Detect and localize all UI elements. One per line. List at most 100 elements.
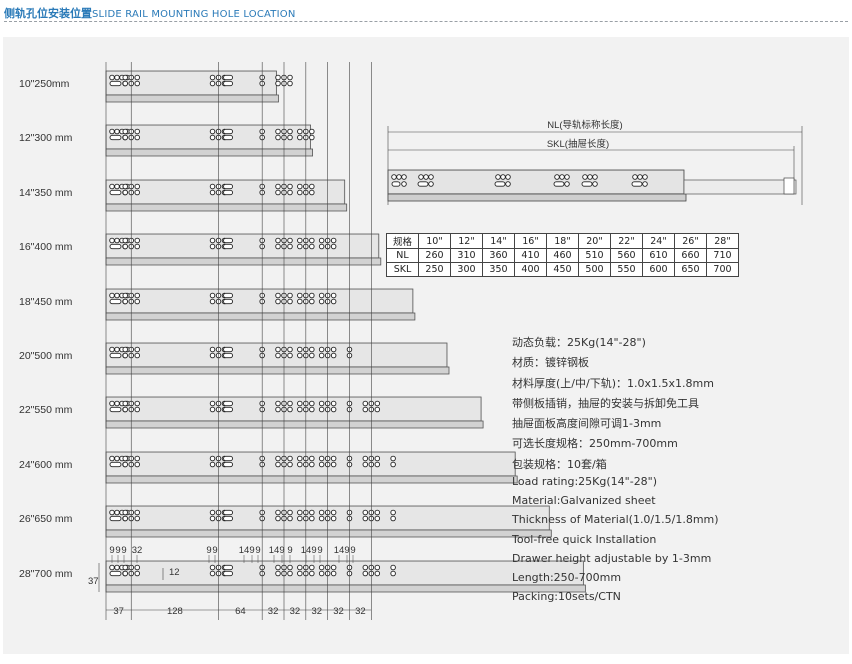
hole (297, 346, 303, 353)
hole (122, 80, 128, 87)
hole (122, 406, 128, 413)
hole (309, 455, 315, 462)
hole (114, 183, 120, 190)
slot (109, 461, 122, 468)
hole (297, 515, 303, 522)
hole (318, 298, 325, 305)
hole (505, 174, 511, 180)
bottom-dimension-label: 128 (167, 606, 183, 617)
specs-cn: 动态负载：25Kg(14"-28") 材质：镀锌钢板 材料厚度(上/中/下轨)：… (512, 333, 714, 475)
hole (318, 237, 325, 244)
spec-table-cell: 260 (418, 248, 451, 263)
hole (374, 509, 381, 516)
top-dimension-label: 9 (279, 545, 284, 556)
hole (275, 74, 281, 81)
hole (297, 400, 303, 407)
rail-length-label: 26"650 mm (19, 513, 73, 525)
hole (209, 564, 216, 571)
hole (287, 292, 293, 299)
hole (209, 292, 216, 299)
slot (223, 461, 233, 468)
hole (209, 134, 216, 141)
side-dimension-label: 37 (88, 576, 99, 587)
hole (109, 564, 115, 571)
hole (287, 80, 293, 87)
hole (287, 298, 293, 305)
bottom-dimension-label: 64 (235, 606, 246, 617)
spec-table-cell: 550 (610, 262, 643, 277)
hole (287, 183, 293, 190)
rail-flange (105, 203, 348, 212)
hole (122, 564, 128, 571)
hole (362, 461, 369, 468)
hole (134, 455, 140, 462)
top-dimension-label: 9 (212, 545, 217, 556)
hole (418, 174, 424, 180)
spec-table-cell: 350 (482, 262, 515, 277)
hole (309, 564, 315, 571)
hole (297, 292, 303, 299)
hole (122, 128, 128, 135)
slot (223, 134, 233, 141)
spec-table-cell: 310 (450, 248, 483, 263)
rail-length-label: 14"350 mm (19, 187, 73, 199)
hole (330, 346, 337, 353)
rail-face (107, 235, 378, 257)
spec-cn-line: 材质：镀锌钢板 (512, 356, 589, 370)
hole (114, 564, 120, 571)
slot (223, 346, 233, 353)
hole (318, 564, 325, 571)
rail-flange (105, 420, 484, 429)
rail-face (107, 126, 310, 148)
hole (114, 509, 120, 516)
slide-end-stop (783, 177, 795, 195)
hole (309, 183, 315, 190)
hole (114, 128, 120, 135)
slot (223, 564, 233, 571)
bottom-dimension-label: 32 (333, 606, 344, 617)
spec-table-cell: 20" (578, 233, 611, 249)
hole (401, 181, 407, 187)
hole (122, 455, 128, 462)
hole (287, 515, 293, 522)
hole (275, 243, 281, 250)
hole (114, 346, 120, 353)
slide-face (389, 171, 683, 193)
hole (134, 509, 140, 516)
skl-label: SKL(抽屉长度) (547, 138, 609, 150)
spec-table-cell: 650 (674, 262, 707, 277)
rail-row: 18"450 mm (19, 288, 416, 321)
top-dimension-label: 9 (109, 545, 114, 556)
hole (209, 189, 216, 196)
rail-row: 14"350 mm (19, 179, 348, 212)
hole (309, 298, 315, 305)
hole (297, 509, 303, 516)
hole (318, 400, 325, 407)
hole (209, 74, 216, 81)
hole (122, 292, 128, 299)
rail-row: 20"500 mm (19, 342, 450, 375)
spec-table-cell: 700 (706, 262, 739, 277)
top-dimension-label: 9 (350, 545, 355, 556)
spec-table-cell: 28" (706, 233, 739, 249)
hole (287, 237, 293, 244)
hole (297, 134, 303, 141)
hole (134, 292, 140, 299)
hole (209, 183, 216, 190)
rail-row: 12"300 mm (19, 124, 315, 157)
slot (223, 128, 233, 135)
spec-cn-line: 带侧板插销，抽屉的安装与拆卸免工具 (512, 396, 699, 410)
hole (390, 455, 396, 462)
side-hole-group (553, 174, 570, 187)
spec-table-cell: 560 (610, 248, 643, 263)
slot (391, 181, 401, 187)
hole (318, 570, 325, 577)
spec-table-cell: NL (386, 248, 419, 263)
hole (495, 174, 501, 180)
hole (330, 292, 337, 299)
hole (122, 509, 128, 516)
slot (223, 292, 233, 299)
spec-cn-line: 抽屉面板高度间隙可调1-3mm (512, 417, 662, 431)
spec-table-cell: 410 (514, 248, 547, 263)
